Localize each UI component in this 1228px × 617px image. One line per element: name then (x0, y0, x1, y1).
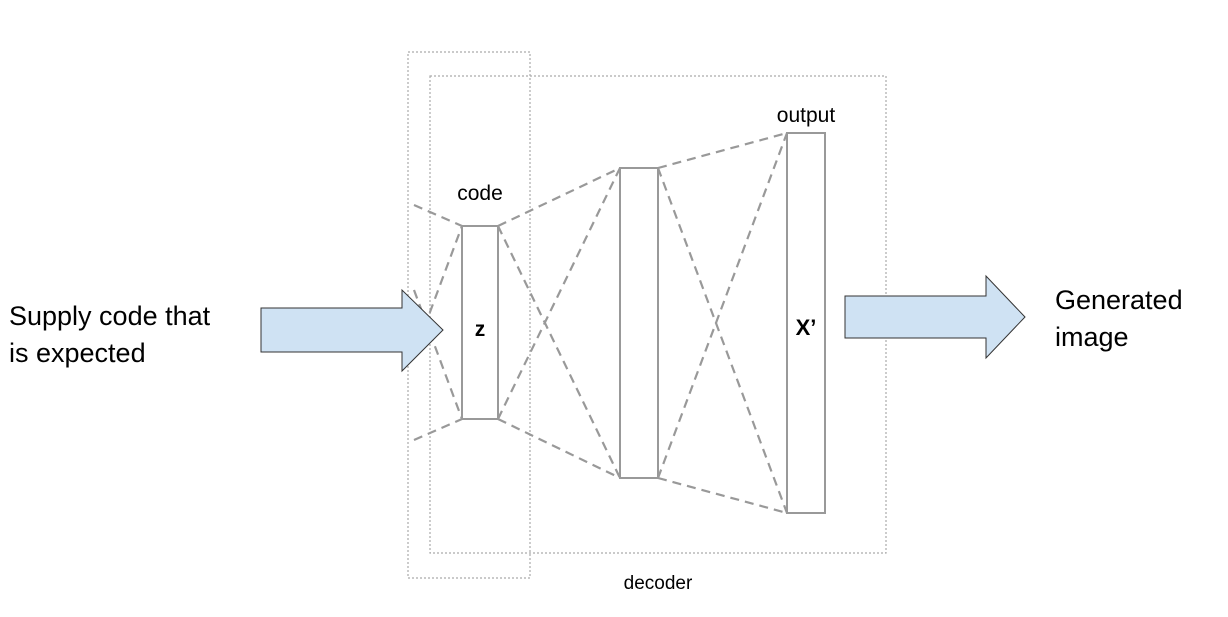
hidden-layer-box (619, 167, 659, 479)
code-to-hidden-connections (497, 167, 621, 479)
output-label: output (777, 104, 836, 127)
left-caption-line-2: is expected (9, 338, 146, 368)
decoder-label: decoder (624, 573, 693, 594)
z-label: z (475, 318, 486, 341)
input-arrow (260, 288, 444, 373)
code-layer-box (461, 225, 499, 420)
hidden-to-output-connections (656, 131, 789, 515)
decoder-boundary-box (429, 75, 887, 554)
right-caption-line-1: Generated (1055, 285, 1183, 315)
x-prime-label: X’ (796, 315, 817, 340)
output-arrow (844, 274, 1026, 360)
output-layer-box (786, 132, 826, 514)
left-caption-line-1: Supply code that (9, 301, 211, 331)
code-label: code (457, 182, 503, 205)
right-caption-line-2: image (1055, 322, 1129, 352)
